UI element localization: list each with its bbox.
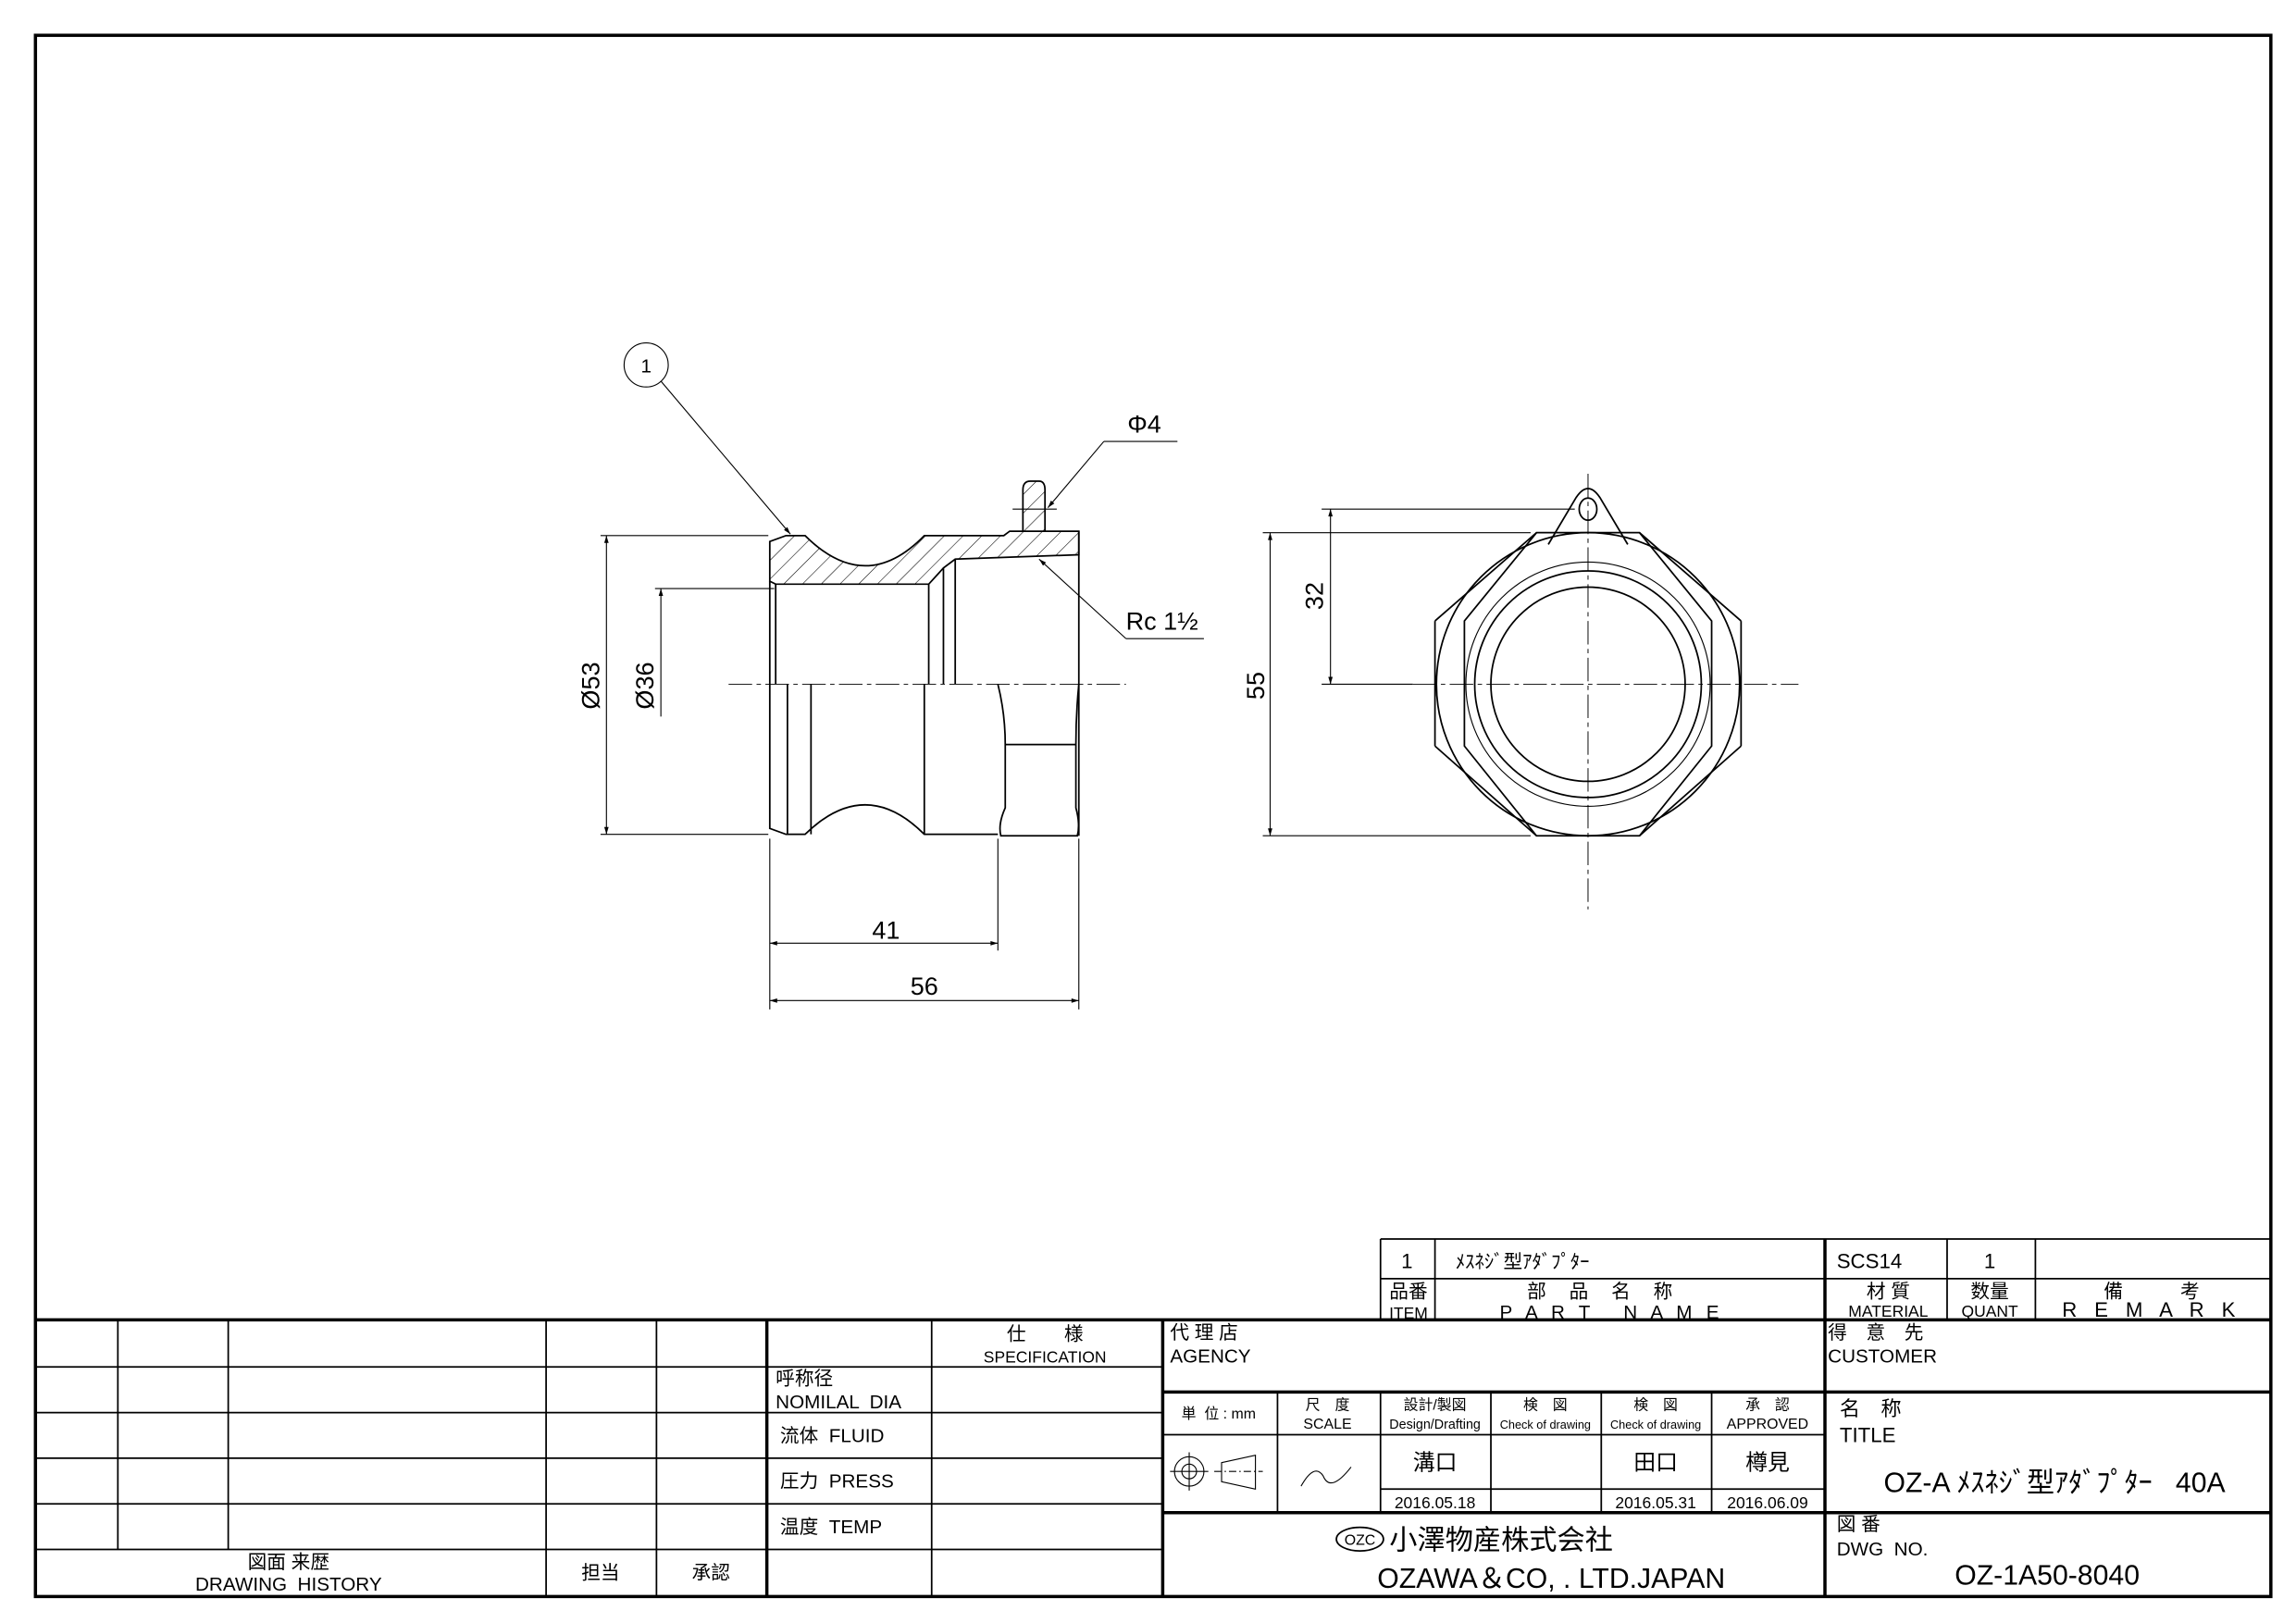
dim-outer-dia: Ø53 bbox=[577, 662, 604, 709]
title-label-en: TITLE bbox=[1840, 1423, 1896, 1446]
header-quant-en: QUANT bbox=[1961, 1302, 2018, 1320]
spec-header-jp: 仕 様 bbox=[1007, 1324, 1084, 1345]
company-logo: OZC bbox=[1335, 1526, 1384, 1552]
header-material-en: MATERIAL bbox=[1848, 1302, 1928, 1320]
header-remark-en: R E M A R K bbox=[2062, 1298, 2241, 1321]
dim-hole-offset: 32 bbox=[1301, 582, 1329, 610]
unit-label: 単 位 : mm bbox=[1182, 1406, 1256, 1422]
item-balloon bbox=[623, 341, 669, 388]
check2-jp: 検 図 bbox=[1633, 1396, 1678, 1413]
company-logo-text: OZC bbox=[1345, 1533, 1376, 1549]
scale-en: SCALE bbox=[1303, 1417, 1351, 1432]
check1-jp: 検 図 bbox=[1523, 1396, 1568, 1413]
section-hatch bbox=[768, 530, 1080, 586]
part-quantity: 1 bbox=[1984, 1250, 1995, 1273]
part-name: ﾒｽﾈｼﾞ型ｱﾀﾞﾌﾟﾀｰ bbox=[1456, 1252, 1590, 1273]
projection-symbol-icon bbox=[1170, 1452, 1263, 1491]
approved-jp: 承 認 bbox=[1745, 1396, 1790, 1413]
spec-nominal-en: NOMILAL DIA bbox=[776, 1392, 901, 1413]
header-quant-jp: 数量 bbox=[1970, 1282, 2008, 1303]
drawing-title: OZ-A ﾒｽﾈｼﾞ型ｱﾀﾞﾌﾟﾀｰ 40A bbox=[1883, 1467, 2226, 1498]
header-part-jp: 部 品 名 称 bbox=[1527, 1282, 1682, 1303]
approver-name: 樽見 bbox=[1745, 1451, 1790, 1476]
title-block-frame bbox=[35, 1238, 2271, 1597]
scale-jp: 尺 度 bbox=[1306, 1396, 1350, 1413]
part-material: SCS14 bbox=[1837, 1250, 1902, 1273]
check2-date: 2016.05.31 bbox=[1615, 1493, 1696, 1512]
customer-jp: 得 意 先 bbox=[1828, 1322, 1923, 1344]
company-name-jp: 小澤物産株式会社 bbox=[1389, 1524, 1613, 1555]
design-en: Design/Drafting bbox=[1389, 1418, 1481, 1432]
scale-wave-icon bbox=[1300, 1467, 1352, 1487]
checker2-name: 田口 bbox=[1633, 1451, 1678, 1476]
check1-en: Check of drawing bbox=[1500, 1418, 1591, 1431]
header-part-en: P A R T N A M E bbox=[1499, 1302, 1723, 1323]
spec-header-en: SPECIFICATION bbox=[984, 1348, 1107, 1367]
header-remark-jp: 備 考 bbox=[2104, 1282, 2199, 1303]
design-jp: 設計/製図 bbox=[1404, 1396, 1467, 1413]
history-approval: 承認 bbox=[692, 1562, 730, 1583]
agency-en: AGENCY bbox=[1170, 1346, 1250, 1368]
side-view: Ø53 Ø36 41 56 1 Φ4 Rc 1½ bbox=[577, 341, 1204, 1010]
title-label-jp: 名 称 bbox=[1840, 1397, 1902, 1420]
spec-press: 圧力 PRESS bbox=[780, 1471, 894, 1493]
dim-inner-dia: Ø36 bbox=[631, 662, 659, 709]
sheet-border bbox=[33, 33, 2273, 1599]
dim-hole: Φ4 bbox=[1127, 411, 1161, 439]
check2-en: Check of drawing bbox=[1610, 1418, 1701, 1431]
spec-fluid: 流体 FLUID bbox=[780, 1425, 884, 1446]
front-view: 55 32 bbox=[1242, 474, 1799, 910]
approved-en: APPROVED bbox=[1727, 1417, 1808, 1432]
dim-hex-flats: 55 bbox=[1242, 672, 1270, 700]
dwg-label-en: DWG NO. bbox=[1837, 1539, 1929, 1560]
customer-en: CUSTOMER bbox=[1828, 1346, 1937, 1368]
header-item-en: ITEM bbox=[1389, 1304, 1428, 1322]
header-material-jp: 材 質 bbox=[1867, 1282, 1910, 1303]
approved-date: 2016.06.09 bbox=[1727, 1493, 1808, 1512]
history-title-en: DRAWING HISTORY bbox=[195, 1574, 382, 1595]
designer-name: 溝口 bbox=[1413, 1451, 1458, 1476]
design-date: 2016.05.18 bbox=[1395, 1493, 1476, 1512]
spec-nominal-jp: 呼称径 bbox=[776, 1368, 833, 1389]
part-item-number: 1 bbox=[1401, 1250, 1412, 1273]
header-item-jp: 品番 bbox=[1389, 1282, 1427, 1303]
dim-length-56: 56 bbox=[911, 973, 938, 1000]
dim-length-41: 41 bbox=[872, 917, 900, 945]
balloon-number: 1 bbox=[640, 355, 652, 377]
dwg-label-jp: 図 番 bbox=[1837, 1514, 1880, 1535]
agency-jp: 代 理 店 bbox=[1170, 1322, 1237, 1344]
drawing-number: OZ-1A50-8040 bbox=[1955, 1561, 2140, 1592]
history-title-jp: 図面 来歴 bbox=[248, 1552, 329, 1573]
parts-list: 1 ﾒｽﾈｼﾞ型ｱﾀﾞﾌﾟﾀｰ SCS14 1 品番 ITEM 部 品 名 称 … bbox=[1379, 1238, 2271, 1323]
history-person: 担当 bbox=[581, 1562, 619, 1583]
spec-temp: 温度 TEMP bbox=[780, 1517, 882, 1538]
lock-tab bbox=[1022, 480, 1047, 532]
company-name-en: OZAWA＆CO, . LTD.JAPAN bbox=[1377, 1564, 1725, 1594]
dim-thread: Rc 1½ bbox=[1126, 608, 1198, 636]
